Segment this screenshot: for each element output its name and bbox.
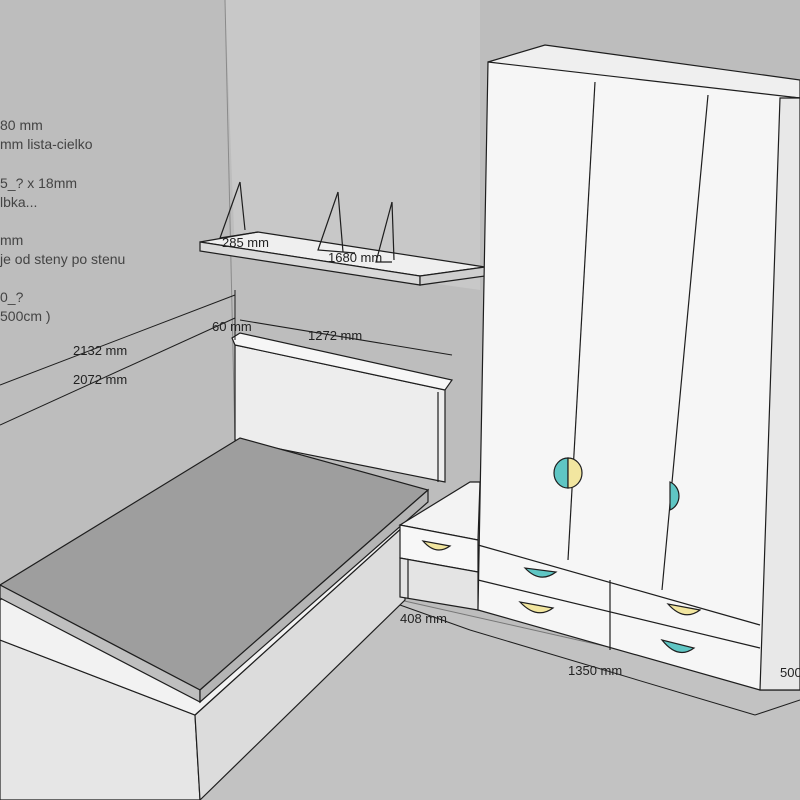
bracket-left bbox=[219, 181, 259, 239]
label-shelf-length: 1680 mm bbox=[328, 250, 382, 265]
note-line-7: mm bbox=[0, 232, 24, 248]
drawer-handle-1 bbox=[523, 567, 558, 578]
door-handle-left-yellow bbox=[567, 457, 583, 489]
bracket-right bbox=[375, 201, 393, 263]
drawer-handle-3 bbox=[666, 603, 702, 616]
dim-line-1272 bbox=[239, 319, 453, 356]
wardrobe bbox=[477, 44, 800, 691]
note-line-5: lbka... bbox=[0, 194, 38, 210]
dim-line-2132 bbox=[0, 294, 236, 386]
wall-corner-line bbox=[224, 0, 236, 441]
note-line-4: 5_? x 18mm bbox=[0, 175, 78, 191]
dimension-lines bbox=[0, 290, 800, 716]
dim-line-500 bbox=[754, 699, 800, 716]
door-handle-right bbox=[669, 481, 680, 511]
note-line-1: 80 mm bbox=[0, 117, 43, 133]
label-nightstand-width: 408 mm bbox=[400, 611, 447, 626]
note-line-8: je od steny po stenu bbox=[0, 251, 126, 267]
bed bbox=[0, 437, 430, 800]
wardrobe-side-shadow bbox=[759, 97, 800, 691]
drawer-handle-4 bbox=[660, 638, 696, 654]
dim-line-2072 bbox=[0, 317, 236, 426]
label-wardrobe-depth: 500 bbox=[780, 665, 800, 680]
dim-line-1350 bbox=[469, 629, 756, 716]
drawer-band-top bbox=[477, 544, 761, 626]
door-handle-left bbox=[553, 457, 569, 489]
nightstand-handle bbox=[421, 540, 452, 551]
label-length-lower: 2072 mm bbox=[73, 372, 127, 387]
label-headboard-width: 1272 mm bbox=[308, 328, 362, 343]
note-line-11: 500cm ) bbox=[0, 308, 51, 324]
drawer-row-split bbox=[477, 579, 761, 649]
mattress-side bbox=[199, 488, 429, 704]
wardrobe-front bbox=[477, 61, 800, 691]
headboard-top bbox=[231, 332, 454, 391]
note-line-10: 0_? bbox=[0, 289, 24, 305]
label-wardrobe-width: 1350 mm bbox=[568, 663, 622, 678]
note-line-2: mm lista-cielko bbox=[0, 136, 93, 152]
bracket-right-diag bbox=[391, 201, 395, 261]
side-wall bbox=[225, 0, 480, 290]
drawer-handle-2 bbox=[518, 601, 555, 614]
bracket-middle-diag bbox=[337, 191, 344, 253]
label-strip-height: 60 mm bbox=[212, 319, 252, 334]
dim-line-408 bbox=[399, 604, 471, 631]
label-length-upper: 2132 mm bbox=[73, 343, 127, 358]
bracket-left-diag bbox=[239, 181, 246, 231]
headboard bbox=[231, 332, 454, 483]
label-shelf-depth: 285 mm bbox=[222, 235, 269, 250]
